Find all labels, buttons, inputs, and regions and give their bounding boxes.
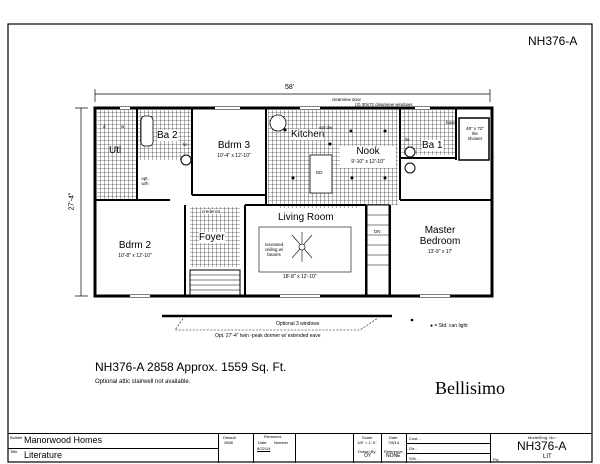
plan-note: Optional attic stairwell not available. bbox=[95, 379, 191, 385]
windows bbox=[120, 107, 450, 297]
pg-value: LIT bbox=[543, 454, 552, 460]
room-living-name: Living Room bbox=[278, 212, 334, 223]
recessed-ceiling-note: recessed ceiling w/ beams bbox=[264, 242, 284, 257]
can-light-legend: ● = Std. can light bbox=[430, 323, 468, 329]
rev-number-label: Number bbox=[274, 440, 289, 445]
plan-headline: NH376-A 2858 Approx. 1559 Sq. Ft. bbox=[95, 360, 287, 374]
builder-value: Manorwood Homes bbox=[24, 435, 103, 445]
sink bbox=[404, 162, 416, 174]
room-name: Master Bedroom bbox=[419, 225, 461, 247]
room-size: 10'-4" x 12'-10" bbox=[217, 153, 251, 159]
title-value: Literature bbox=[24, 450, 63, 460]
recessed-ceiling bbox=[258, 226, 352, 273]
overall-depth: 27'-4" bbox=[68, 192, 76, 211]
bathtub bbox=[140, 115, 154, 147]
room-size: 9'-10" x 12'-10" bbox=[351, 159, 385, 165]
room-kitchen: Kitchen bbox=[291, 129, 325, 140]
date-label: Date bbox=[389, 435, 398, 440]
room-foyer: Foyer bbox=[199, 232, 225, 243]
builder-label: Builder bbox=[10, 435, 23, 440]
kitchen-island bbox=[309, 154, 333, 194]
stairs-down-label: DN bbox=[374, 229, 381, 234]
title-label: Title bbox=[10, 449, 18, 454]
sn-field: S/N - bbox=[409, 456, 419, 461]
room-living-size: 18'-8" x 12'-10" bbox=[283, 274, 317, 280]
date-value: 7/8/14 bbox=[388, 440, 400, 445]
stairs bbox=[189, 204, 390, 296]
drawn-by-value: OY bbox=[364, 453, 372, 459]
reference-value: NONE bbox=[386, 453, 401, 459]
optional-dormer-outline bbox=[162, 314, 392, 331]
cust-field: Cust: - bbox=[409, 436, 421, 441]
scale-label: Scale: bbox=[362, 435, 374, 440]
room-name: Nook bbox=[356, 146, 380, 157]
default-label: Default bbox=[223, 435, 236, 440]
pg-label: Pg: bbox=[493, 457, 500, 462]
clearview-door-note: clearview door bbox=[332, 97, 362, 102]
dimension-lines bbox=[75, 89, 491, 297]
sink bbox=[180, 154, 192, 166]
default-value: 2858 bbox=[224, 440, 233, 445]
dormer-note: Opt. 27'-4" twin -peak dormer w/ extende… bbox=[215, 333, 321, 339]
washer-label: w bbox=[121, 124, 125, 129]
credenza-label: credenza bbox=[202, 209, 221, 214]
ceiling-fan-icon bbox=[291, 232, 313, 262]
room-bdrm2: Bdrm 2 10'-8" x 12'-10" bbox=[105, 240, 165, 262]
rev-date-label: Date bbox=[258, 440, 267, 445]
title-block: Builder Manorwood Homes Title Literature… bbox=[8, 433, 592, 463]
sink bbox=[404, 146, 416, 158]
clearview-windows-note: (2) 30x72 clearview windows bbox=[355, 102, 413, 107]
interior-walls bbox=[95, 108, 492, 296]
linen-label: lin bbox=[183, 142, 188, 147]
room-master: Master Bedroom 13'-9" x 17' bbox=[410, 225, 470, 258]
fridge bbox=[269, 114, 287, 132]
rev-date-value: 8/22/14 bbox=[257, 446, 271, 451]
room-nook: Nook 9'-10" x 12'-10" bbox=[340, 146, 396, 168]
dlr-field: Dlr: - bbox=[409, 446, 418, 451]
room-size: 13'-9" x 17' bbox=[427, 249, 453, 255]
sheet-border bbox=[7, 23, 593, 463]
revisions-label: Revisions bbox=[264, 434, 282, 439]
can-lights bbox=[283, 128, 414, 322]
dishwasher-island-label: DD bbox=[316, 170, 323, 175]
sheet-model-code: NH376-A bbox=[528, 34, 578, 48]
drawn-by-label: Drawn By: bbox=[358, 449, 377, 454]
model-value: NH376-A bbox=[517, 439, 567, 453]
shower-label: 48" x 72" tile shower bbox=[466, 126, 484, 141]
opt-dw-label: opt dw bbox=[319, 125, 333, 130]
optional-windows-note: Optional 3 windows bbox=[276, 321, 320, 327]
room-utl: Utl bbox=[109, 145, 122, 156]
scale-value: 1/8" = 1'-0" bbox=[357, 440, 377, 445]
room-bdrm3: Bdrm 3 10'-4" x 12'-10" bbox=[208, 140, 260, 162]
tile-floors bbox=[97, 110, 455, 267]
series-name: Bellisimo bbox=[435, 378, 506, 398]
base-label: base bbox=[446, 120, 456, 125]
room-size: 10'-8" x 12'-10" bbox=[118, 253, 152, 259]
tile-shower bbox=[458, 117, 490, 161]
room-name: Bdrm 3 bbox=[217, 140, 251, 151]
room-ba1: Ba 1 bbox=[422, 140, 443, 151]
room-ba2: Ba 2 bbox=[157, 130, 178, 141]
overall-width: 58' bbox=[285, 84, 295, 91]
room-name: Bdrm 2 bbox=[118, 240, 152, 251]
dryer-label: d bbox=[103, 124, 106, 129]
model-label: Model/Eng. No.: bbox=[528, 435, 557, 440]
opt-water-heater-label: opt. w/h bbox=[141, 176, 149, 186]
linen-label-2: lin bbox=[405, 137, 410, 142]
reference-label: Reference: bbox=[384, 449, 404, 454]
